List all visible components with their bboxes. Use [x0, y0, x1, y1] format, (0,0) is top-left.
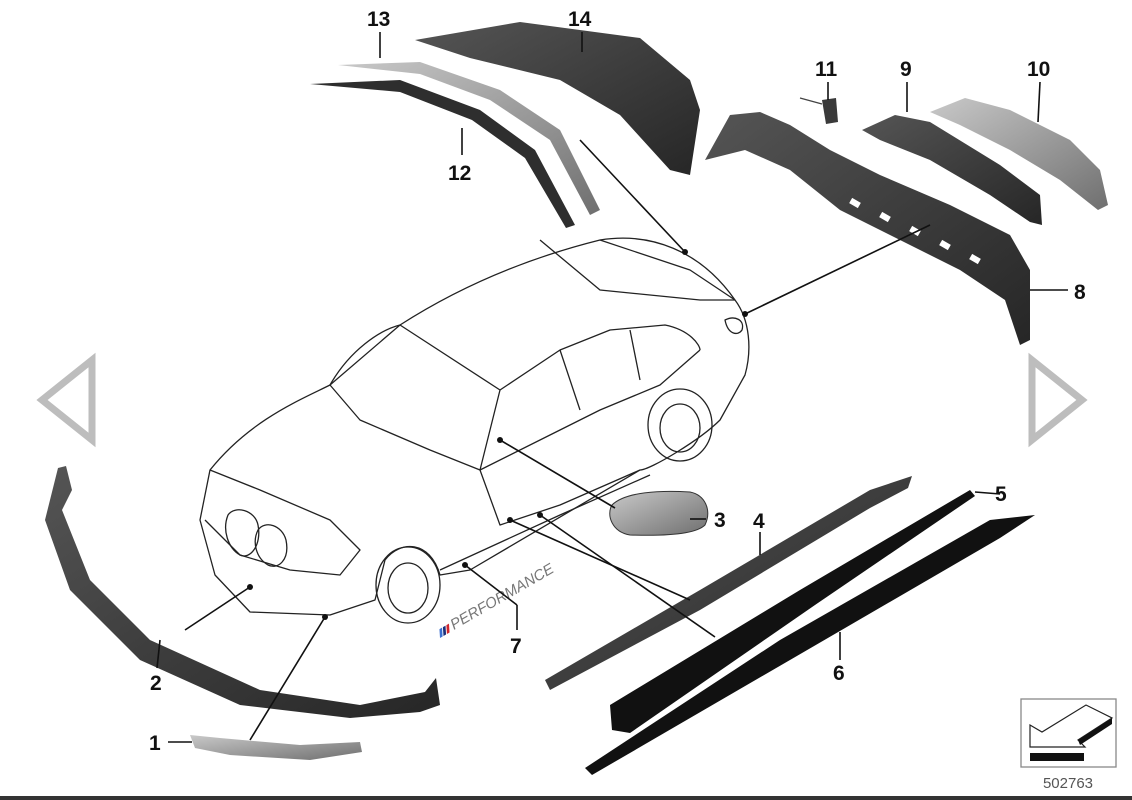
label-10: 10 [1027, 58, 1050, 81]
leader-lines [156, 32, 1068, 743]
label-9: 9 [900, 58, 912, 81]
label-11: 11 [815, 58, 838, 81]
label-12: 12 [448, 162, 471, 185]
part-11-clip[interactable] [822, 98, 838, 124]
part-12-seal[interactable] [310, 80, 575, 228]
bottom-divider [0, 796, 1132, 800]
previous-arrow-button[interactable] [36, 352, 96, 448]
label-7: 7 [510, 635, 522, 658]
part-3-mirror-cap[interactable] [609, 490, 709, 536]
part-2-front-splitter[interactable] [45, 466, 440, 718]
label-3: 3 [714, 509, 726, 532]
part-14-rear-spoiler[interactable] [415, 22, 700, 175]
orientation-arrow-icon [1020, 698, 1117, 768]
label-8: 8 [1074, 281, 1086, 304]
diffuser-vents [849, 197, 981, 265]
diagram-number: 502763 [1043, 775, 1093, 792]
part-8-rear-diffuser[interactable] [705, 112, 1030, 345]
next-arrow-button[interactable] [1028, 352, 1088, 448]
part-5-side-decal[interactable] [610, 490, 975, 733]
label-13: 13 [367, 8, 390, 31]
part-6-side-stripe[interactable] [585, 515, 1035, 775]
m-performance-badge[interactable]: PERFORMANCE [434, 560, 558, 642]
car-outline [199, 237, 750, 624]
part-4-side-skirt[interactable] [545, 476, 912, 690]
part-1-flap[interactable] [190, 735, 362, 760]
part-9-diffuser-insert[interactable] [862, 115, 1042, 225]
label-14: 14 [568, 8, 592, 31]
label-5: 5 [995, 483, 1007, 506]
label-6: 6 [833, 662, 845, 685]
label-1: 1 [149, 732, 161, 755]
label-2: 2 [150, 672, 162, 695]
part-10-diffuser-trim[interactable] [930, 98, 1108, 210]
label-4: 4 [753, 510, 765, 533]
